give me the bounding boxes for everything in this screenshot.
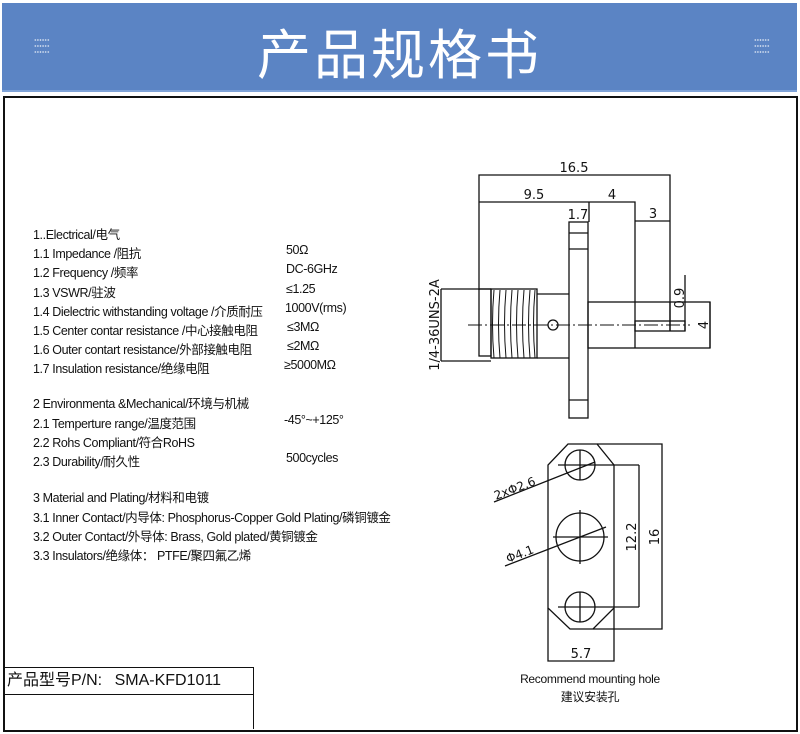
dim-flange-label: 1.7 [568,208,589,223]
part-number-label: 产品型号P/N: [7,672,103,689]
dim-rear-label: 4 [608,188,616,203]
spec-line: 3.1 Inner Contact/内导体: Phosphorus-Copper… [33,511,391,525]
spec-line: 3.3 Insulators/绝缘体： PTFE/聚四氟乙烯 [33,549,251,563]
spec-label: 2.3 Durability/耐久性 [33,455,140,469]
dim-pin-label: 3 [649,207,657,222]
dim-center-hole-label: Φ4.1 [504,543,536,566]
spec-label: 1.2 Frequency /频率 [33,266,139,280]
spec-line: 3.2 Outer Contact/外导体: Brass, Gold plate… [33,530,318,544]
page-title: 产品规格书 [257,24,542,87]
mounting-hole-labels: 2xΦ2.6 Φ4.1 12.2 16 5.7 [492,474,663,662]
mounting-hole-caption-en: Recommend mounting hole [520,672,660,686]
spec-value: ≤3MΩ [287,320,319,334]
spec-sheet-frame [3,96,798,732]
spec-label: 1.4 Dielectric withstanding voltage /介质耐… [33,305,263,319]
dim-overall-label: 16.5 [560,161,589,176]
mounting-hole-drawing [493,443,663,662]
part-number-table: 产品型号P/N: SMA-KFD1011 [3,667,254,729]
spec-value: 500cycles [286,451,338,465]
spec-label: 2.2 Rohs Compliant/符合RoHS [33,436,195,450]
spec-value: 1000V(rms) [285,301,347,315]
dim-small-holes-label: 2xΦ2.6 [492,474,537,503]
spec-label: 1.1 Impedance /阻抗 [33,247,141,261]
spec-value: -45°~+125° [284,413,344,427]
dots-decoration-left [34,37,50,57]
spec-label: 2.1 Temperture range/温度范围 [33,417,196,431]
spec-value: DC-6GHz [286,262,338,276]
section-heading-electrical: 1..Electrical/电气 [33,228,120,242]
dots-decoration-right [754,37,770,57]
spec-label: 1.7 Insulation resistance/绝缘电阻 [33,362,210,376]
section-heading-mechanical: 2 Environmenta &Mechanical/环境与机械 [33,397,249,411]
thread-spec-label: 1/4-36UNS-2A [428,279,443,371]
spec-label: 1.5 Center contar resistance /中心接触电阻 [33,324,258,338]
dim-width-label: 5.7 [571,647,592,662]
spec-value: ≤1.25 [286,282,316,296]
side-view-labels: 16.5 9.5 4 3 1.7 0.9 4 1/4-36UNS-2A [428,161,712,371]
section-heading-material: 3 Material and Plating/材料和电镀 [33,491,209,505]
part-number-value: SMA-KFD1011 [114,672,221,689]
dim-pin-dia-label: 0.9 [673,288,688,309]
dim-hole-spacing-label: 12.2 [625,523,640,552]
spec-label: 1.6 Outer contart resistance/外部接触电阻 [33,343,252,357]
part-number-row: 产品型号P/N: SMA-KFD1011 [3,668,253,695]
dim-height-label: 16 [648,529,663,546]
dim-body-label: 9.5 [524,188,545,203]
mounting-hole-caption-cn: 建议安装孔 [560,690,620,704]
spec-value: 50Ω [286,243,309,257]
header-banner: 产品规格书 [2,3,797,92]
side-view-drawing [440,174,711,419]
spec-label: 1.3 VSWR/驻波 [33,286,116,300]
spec-value: ≤2MΩ [287,339,319,353]
dim-rear-dia-label: 4 [697,321,712,329]
spec-value: ≥5000MΩ [284,358,336,372]
